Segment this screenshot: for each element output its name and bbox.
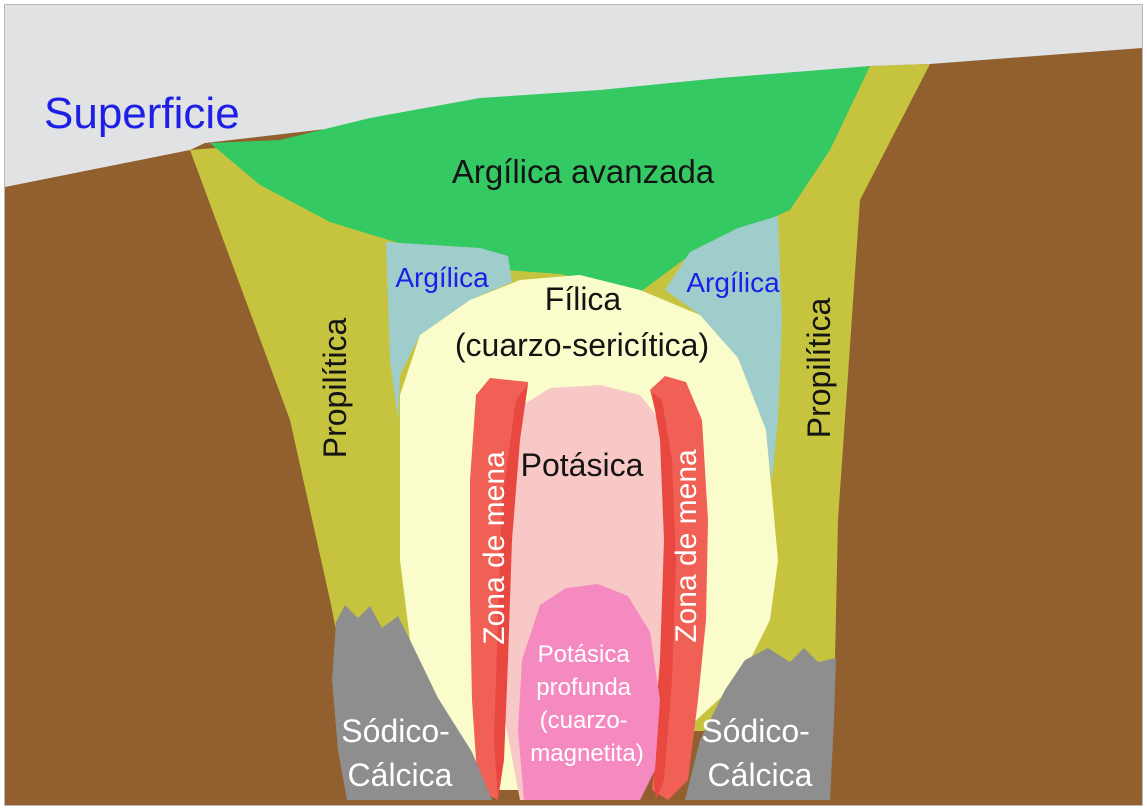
argilica-left-label: Argílica: [395, 262, 489, 293]
potasica-profunda-zone: [518, 584, 660, 800]
potasica-label: Potásica: [521, 447, 644, 483]
filica-subtitle-label: (cuarzo-sericítica): [455, 327, 709, 363]
sodico-calcica-left-line: Cálcica: [348, 757, 453, 793]
zona-mena-left-edge: [494, 384, 528, 800]
potasica-profunda-label: Potásica profunda (cuarzo- magnetita): [530, 641, 643, 767]
argilica-avanzada-label: Argílica avanzada: [452, 153, 715, 190]
potasica-profunda-line: Potásica: [538, 641, 631, 668]
argilica-avanzada-zone: [210, 66, 870, 292]
argilica-right-zone: [665, 216, 782, 480]
potasica-profunda-line: magnetita): [530, 740, 643, 767]
sodico-calcica-right-label: Sódico- Cálcica: [701, 713, 818, 793]
sodico-calcica-left-zone: [332, 605, 492, 800]
potasica-profunda-line: profunda: [536, 674, 631, 701]
filica-label: Fílica: [545, 281, 622, 317]
sodico-calcica-right-line: Cálcica: [708, 757, 813, 793]
zona-mena-left-label: Zona de mena: [478, 451, 511, 645]
zona-mena-left-band: [470, 378, 528, 800]
argilica-right-label: Argílica: [686, 267, 780, 298]
sodico-calcica-right-zone: [685, 648, 836, 800]
potasica-profunda-line: (cuarzo-: [540, 707, 628, 734]
diagram-frame: [4, 4, 1143, 806]
sodico-calcica-left-line: Sódico-: [341, 713, 450, 749]
propilitica-left-label: Propilítica: [317, 318, 353, 459]
superficie-label: Superficie: [44, 89, 240, 138]
sodico-calcica-right-line: Sódico-: [701, 713, 810, 749]
propilitica-right-label: Propilítica: [801, 298, 837, 439]
sodico-calcica-left-label: Sódico- Cálcica: [341, 713, 458, 793]
argilica-left-zone: [386, 242, 512, 420]
zona-mena-right-label: Zona de mena: [670, 449, 703, 643]
